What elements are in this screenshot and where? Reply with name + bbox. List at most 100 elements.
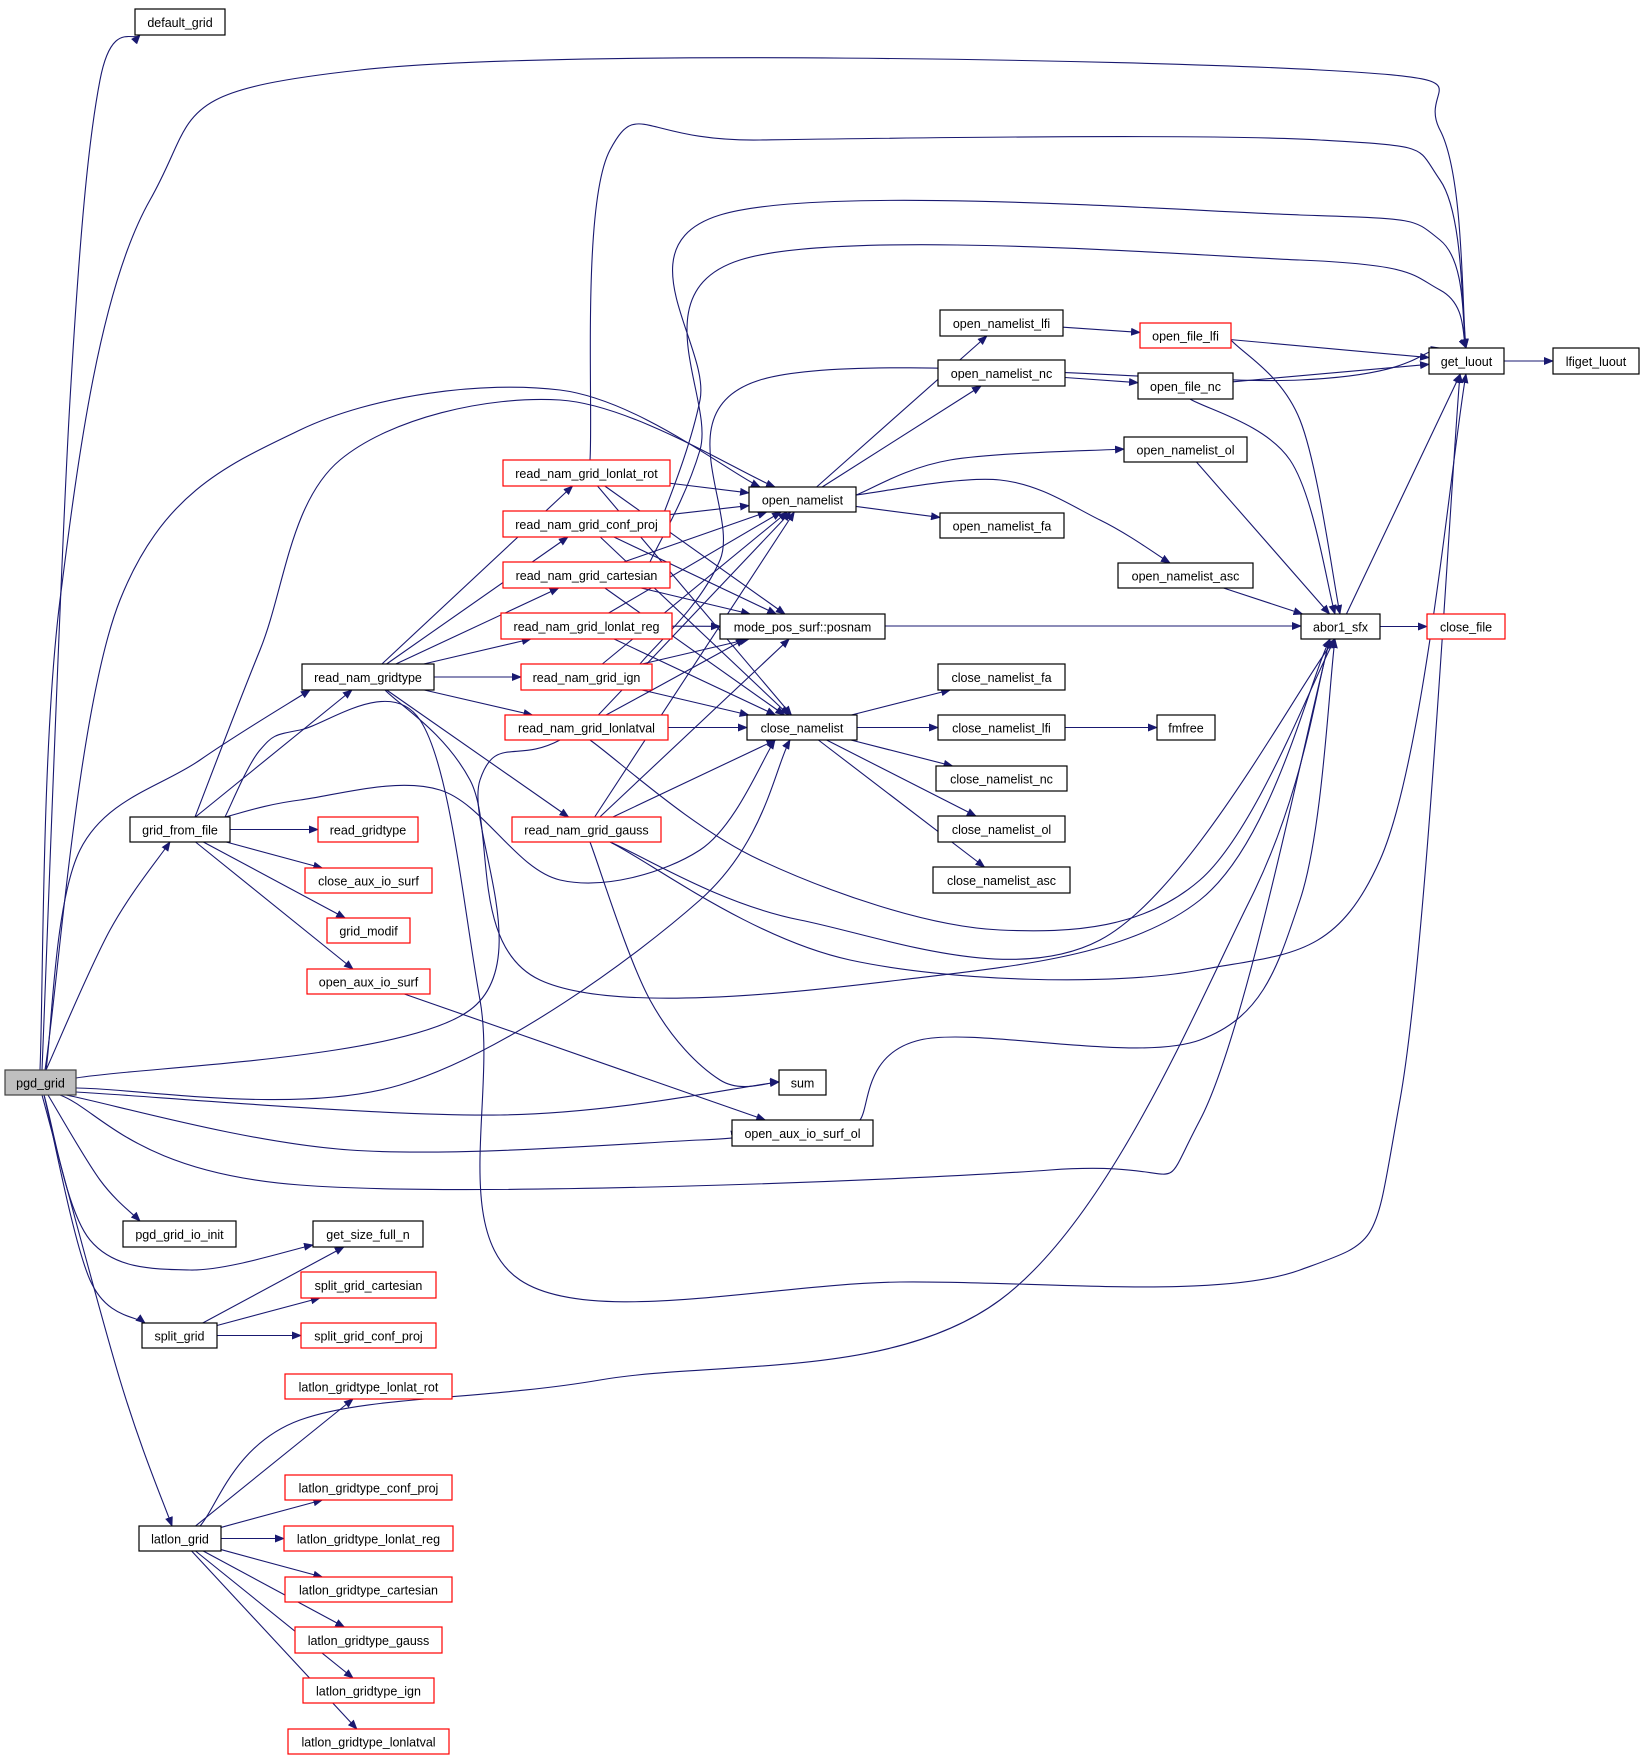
- node-read_nam_grid_lonlatval[interactable]: read_nam_grid_lonlatval: [504, 714, 669, 741]
- node-box: [129, 816, 231, 843]
- node-get_size_full_n[interactable]: get_size_full_n: [312, 1220, 424, 1248]
- node-open_namelist_fa[interactable]: open_namelist_fa: [939, 512, 1065, 539]
- node-pgd_grid_io_init[interactable]: pgd_grid_io_init: [122, 1220, 237, 1248]
- node-box: [300, 1322, 437, 1349]
- edge-grid_from_file-to-read_nam_gridtype: [195, 689, 353, 818]
- node-grid_from_file[interactable]: grid_from_file: [129, 816, 231, 843]
- node-latlon_gridtype_lonlat_rot[interactable]: latlon_gridtype_lonlat_rot: [284, 1373, 453, 1400]
- node-box: [719, 613, 886, 640]
- node-open_namelist[interactable]: open_namelist: [748, 486, 857, 513]
- edge-read_nam_grid_ign-to-posnam: [641, 637, 751, 665]
- node-split_grid_conf_proj[interactable]: split_grid_conf_proj: [300, 1322, 437, 1349]
- node-split_grid[interactable]: split_grid: [141, 1322, 218, 1349]
- node-latlon_grid[interactable]: latlon_grid: [138, 1525, 222, 1552]
- node-close_namelist_ol[interactable]: close_namelist_ol: [937, 815, 1066, 843]
- node-fmfree[interactable]: fmfree: [1156, 714, 1216, 741]
- node-posnam[interactable]: mode_pos_surf::posnam: [719, 613, 886, 640]
- node-close_file[interactable]: close_file: [1426, 613, 1506, 640]
- node-read_nam_gridtype[interactable]: read_nam_gridtype: [301, 663, 435, 691]
- node-label: pgd_grid: [16, 1077, 65, 1091]
- node-read_nam_grid_conf_proj[interactable]: read_nam_grid_conf_proj: [502, 510, 671, 538]
- edge-open_file_nc-to-get_luout: [1232, 361, 1430, 383]
- node-default_grid[interactable]: default_grid: [134, 8, 226, 36]
- node-label: read_nam_grid_gauss: [524, 824, 648, 838]
- node-label: grid_from_file: [142, 824, 218, 838]
- node-open_file_nc[interactable]: open_file_nc: [1137, 372, 1234, 400]
- node-open_file_lfi[interactable]: open_file_lfi: [1139, 322, 1232, 349]
- node-grid_modif[interactable]: grid_modif: [326, 917, 411, 944]
- node-box: [122, 1220, 237, 1248]
- node-label: open_namelist_nc: [951, 367, 1052, 381]
- node-open_aux_io_surf[interactable]: open_aux_io_surf: [306, 968, 431, 995]
- node-box: [937, 359, 1066, 387]
- edge-read_nam_grid_gauss-to-close_namelist: [612, 739, 777, 818]
- node-box: [1156, 714, 1216, 741]
- node-read_nam_grid_lonlat_reg[interactable]: read_nam_grid_lonlat_reg: [500, 612, 673, 640]
- node-latlon_gridtype_lonlat_reg[interactable]: latlon_gridtype_lonlat_reg: [283, 1525, 454, 1552]
- node-open_namelist_nc[interactable]: open_namelist_nc: [937, 359, 1066, 387]
- node-label: latlon_gridtype_ign: [316, 1685, 421, 1699]
- node-read_gridtype[interactable]: read_gridtype: [317, 816, 419, 843]
- edge-read_nam_grid_lonlatval-to-abor1_sfx: [589, 638, 1336, 932]
- node-open_namelist_ol[interactable]: open_namelist_ol: [1123, 436, 1248, 463]
- edge-split_grid-to-split_grid_cartesian: [216, 1296, 321, 1327]
- node-label: read_nam_grid_lonlat_reg: [514, 620, 660, 634]
- node-close_namelist_lfi[interactable]: close_namelist_lfi: [937, 714, 1066, 741]
- node-read_nam_grid_cartesian[interactable]: read_nam_grid_cartesian: [502, 561, 671, 589]
- node-read_nam_grid_lonlat_rot[interactable]: read_nam_grid_lonlat_rot: [502, 459, 671, 487]
- edge-read_nam_grid_cartesian-to-open_namelist: [623, 511, 768, 563]
- node-box: [134, 8, 226, 36]
- edge-read_nam_gridtype-to-read_nam_grid_conf_proj: [386, 536, 569, 665]
- node-close_aux_io_surf[interactable]: close_aux_io_surf: [304, 867, 433, 894]
- edge-pgd_grid-to-read_nam_gridtype: [45, 689, 311, 1071]
- node-close_namelist_nc[interactable]: close_namelist_nc: [935, 765, 1068, 792]
- node-box: [748, 486, 857, 513]
- node-close_namelist_asc[interactable]: close_namelist_asc: [932, 866, 1071, 894]
- node-box: [287, 1728, 450, 1755]
- node-read_nam_grid_gauss[interactable]: read_nam_grid_gauss: [511, 816, 662, 843]
- node-latlon_gridtype_gauss[interactable]: latlon_gridtype_gauss: [294, 1626, 443, 1654]
- node-latlon_gridtype_conf_proj[interactable]: latlon_gridtype_conf_proj: [284, 1474, 453, 1501]
- node-read_nam_grid_ign[interactable]: read_nam_grid_ign: [520, 663, 653, 691]
- node-sum[interactable]: sum: [778, 1069, 827, 1096]
- node-box: [1139, 322, 1232, 349]
- node-label: get_luout: [1441, 355, 1493, 369]
- node-latlon_gridtype_cartesian[interactable]: latlon_gridtype_cartesian: [284, 1576, 453, 1603]
- node-split_grid_cartesian[interactable]: split_grid_cartesian: [300, 1271, 437, 1299]
- node-label: close_file: [1440, 621, 1492, 635]
- node-label: latlon_grid: [151, 1533, 209, 1547]
- node-latlon_gridtype_lonlatval[interactable]: latlon_gridtype_lonlatval: [287, 1728, 450, 1755]
- node-get_luout[interactable]: get_luout: [1428, 347, 1505, 375]
- node-box: [141, 1322, 218, 1349]
- node-close_namelist[interactable]: close_namelist: [746, 714, 858, 741]
- edge-latlon_grid-to-latlon_gridtype_ign: [195, 1550, 354, 1679]
- node-box: [1552, 347, 1640, 375]
- node-box: [1137, 372, 1234, 400]
- node-latlon_gridtype_ign[interactable]: latlon_gridtype_ign: [302, 1677, 435, 1704]
- node-box: [317, 816, 419, 843]
- node-box: [511, 816, 662, 843]
- node-label: latlon_gridtype_gauss: [308, 1634, 430, 1648]
- edge-read_nam_grid_gauss-to-open_namelist: [594, 511, 795, 818]
- edge-open_namelist_nc-to-open_file_nc: [1064, 376, 1139, 386]
- node-open_namelist_lfi[interactable]: open_namelist_lfi: [939, 309, 1064, 337]
- edge-read_nam_grid_gauss-to-abor1_sfx: [609, 638, 1336, 960]
- node-open_aux_io_surf_ol[interactable]: open_aux_io_surf_ol: [731, 1119, 874, 1147]
- node-abor1_sfx[interactable]: abor1_sfx: [1300, 613, 1381, 640]
- node-box: [939, 512, 1065, 539]
- node-label: split_grid_conf_proj: [314, 1330, 422, 1344]
- edge-open_namelist-to-open_namelist_asc: [855, 478, 1171, 564]
- edge-open_namelist_ol-to-abor1_sfx: [1196, 461, 1331, 615]
- edge-pgd_grid-to-close_namelist: [75, 739, 791, 1101]
- node-box: [138, 1525, 222, 1552]
- node-label: open_namelist_lfi: [953, 317, 1050, 331]
- node-label: mode_pos_surf::posnam: [734, 621, 872, 635]
- node-label: read_nam_grid_conf_proj: [515, 518, 657, 532]
- node-label: close_namelist_ol: [952, 823, 1051, 837]
- edge-read_nam_gridtype-to-read_nam_grid_gauss: [386, 689, 570, 818]
- node-pgd_grid[interactable]: pgd_grid: [4, 1069, 77, 1096]
- node-open_namelist_asc[interactable]: open_namelist_asc: [1117, 562, 1254, 589]
- node-lfiget_luout[interactable]: lfiget_luout: [1552, 347, 1640, 375]
- node-close_namelist_fa[interactable]: close_namelist_fa: [937, 663, 1066, 691]
- edge-grid_from_file-to-close_aux_io_surf: [226, 841, 324, 870]
